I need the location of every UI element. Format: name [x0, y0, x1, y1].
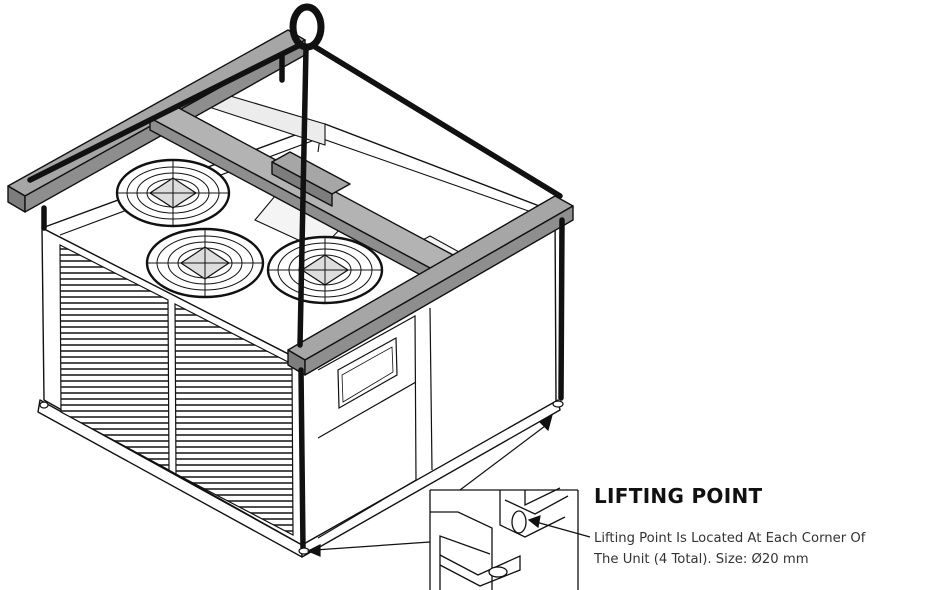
coil-panel-left: [59, 244, 170, 472]
control-window: [337, 336, 398, 410]
arrow-head-icon: [527, 515, 541, 529]
callout-title: LIFTING POINT: [594, 484, 763, 508]
coil-panel-right: [174, 303, 294, 536]
ring-icon: [289, 3, 325, 51]
cable-right: [309, 42, 563, 199]
service-panels: [317, 307, 433, 539]
cable-drop-right: [558, 217, 565, 401]
lifting-cables: [27, 42, 565, 551]
callout-description: Lifting Point Is Located At Each Corner …: [594, 528, 929, 570]
detail-inset: [429, 487, 579, 590]
fan-guard-icon: [115, 158, 231, 228]
spreader-beams: [7, 29, 574, 376]
arrow-head-icon: [539, 413, 553, 432]
cable-left: [27, 42, 303, 183]
callout-description-line-2: The Unit (4 Total). Size: Ø20 mm: [594, 552, 809, 567]
leader-arrows: [306, 413, 591, 557]
coil-louvers: [59, 244, 294, 536]
cable-center: [297, 45, 309, 348]
cable-drop-front: [298, 367, 306, 551]
fan-guard-icon: [266, 235, 384, 305]
arrow-head-icon: [306, 544, 321, 557]
callout-description-line-1: Lifting Point Is Located At Each Corner …: [594, 531, 866, 546]
fan-guard-icon: [145, 227, 265, 299]
